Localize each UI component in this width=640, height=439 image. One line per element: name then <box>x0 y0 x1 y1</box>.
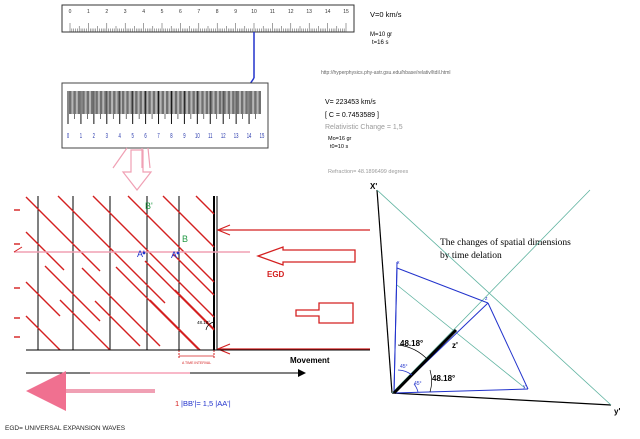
ruler-tick-label: 15 <box>343 9 349 15</box>
left-diagram: 48.18° A TIME INTERVAL A' A B' B EGD Mov… <box>5 195 370 432</box>
ruler-tick-label: 4 <box>142 9 145 15</box>
ruler-tick-label: 13 <box>306 9 312 15</box>
rest-mass: M=10 gr <box>370 32 392 38</box>
pink-down-arrow <box>121 149 153 191</box>
barcode-digit: 7 <box>157 133 159 140</box>
moving-velocity: V= 223453 km/s <box>325 99 376 106</box>
rest-velocity: V=0 km/s <box>370 10 402 19</box>
egd-label: EGD <box>267 270 285 279</box>
x-prime-axis <box>376 189 393 394</box>
angle-45-upper: 45° <box>400 364 408 370</box>
moving-ratio: [ C = 0.7453589 ] <box>325 112 379 119</box>
time-interval-label: A TIME INTERVAL <box>182 361 211 365</box>
barcode-digit: 2 <box>93 133 95 140</box>
equation-prefix: 1 <box>175 399 179 408</box>
barcode-digit: 11 <box>208 133 212 140</box>
source-url: http://hyperphysics.phy-astr.gsu.edu/hba… <box>321 70 451 76</box>
ruler-tick-label: 7 <box>197 9 200 15</box>
ruler-tick-label: 5 <box>161 9 164 15</box>
barcode-digit: 4 <box>119 133 122 140</box>
pink-down-arrows <box>112 147 153 191</box>
label-y-prime: y' <box>614 407 620 416</box>
ruler-tick-label: 12 <box>288 9 294 15</box>
footnote: EGD= UNIVERSAL EXPANSION WAVES <box>5 425 126 432</box>
moving-time: t0=10 s <box>330 144 348 150</box>
barcode-digit: 6 <box>144 133 146 140</box>
barcode-digit: 3 <box>106 133 108 140</box>
left-angle-label: 48.18° <box>197 320 210 325</box>
angle-45-lower: 45° <box>414 381 422 387</box>
y-prime-axis <box>391 392 612 406</box>
angle-lower: 48.18° <box>432 374 455 383</box>
moving-mass: Mo=16 gr <box>328 136 352 142</box>
equation: |BB'|= 1,5 |AA'| <box>181 399 231 408</box>
ruler-tick-label: 9 <box>234 9 237 15</box>
barcode-digit: 0 <box>67 133 69 140</box>
ruler-tick-label: 2 <box>105 9 108 15</box>
label-a: A <box>171 250 177 260</box>
barcode-digit: 15 <box>260 133 265 140</box>
barcode-lines <box>67 91 262 124</box>
label-small-y: y <box>523 384 526 390</box>
barcode-digit: 1 <box>80 133 82 140</box>
refraction: Refraction= 48.1896499 degrees <box>328 169 409 175</box>
ruler-tick-label: 1 <box>87 9 90 15</box>
ruler-tick-label: 0 <box>69 9 72 15</box>
label-x-prime: X' <box>370 182 377 191</box>
egd-arrow-lower <box>295 302 354 324</box>
right-title-line1: The changes of spatial dimensions <box>440 237 571 248</box>
right-diagram: The changes of spatial dimensions by tim… <box>370 182 620 416</box>
label-b-prime: B' <box>145 201 153 211</box>
movement-label: Movement <box>290 356 330 365</box>
label-small-x: x <box>397 260 400 266</box>
label-a-prime: A' <box>137 249 145 259</box>
ruler-tick-label: 8 <box>216 9 219 15</box>
barcode-digit: 12 <box>221 133 226 140</box>
barcode-digit: 10 <box>195 133 200 140</box>
ruler-tick-label: 3 <box>124 9 127 15</box>
barcode-digit: 9 <box>183 133 185 140</box>
label-z-prime: z' <box>452 341 458 350</box>
ruler-tick-label: 6 <box>179 9 182 15</box>
relativistic-change: Relativistic Change = 1,5 <box>325 124 403 131</box>
barcode-digit: 5 <box>131 133 133 140</box>
ruler-tick-label: 10 <box>251 9 257 15</box>
barcode-digit: 14 <box>247 133 252 140</box>
right-title-line2: by time delation <box>440 251 502 261</box>
label-small-z: z <box>485 296 488 302</box>
barcode-digit: 13 <box>234 133 239 140</box>
z-prime-axis <box>392 328 458 395</box>
rest-time: t=16 s <box>372 40 389 46</box>
label-b: B <box>182 234 188 244</box>
angle-upper: 48.18° <box>400 339 423 348</box>
egd-arrow-upper <box>256 246 356 266</box>
ruler-tick-label: 11 <box>270 9 275 15</box>
barcode-digit: 8 <box>170 133 172 140</box>
ruler-tick-label: 14 <box>325 9 331 15</box>
